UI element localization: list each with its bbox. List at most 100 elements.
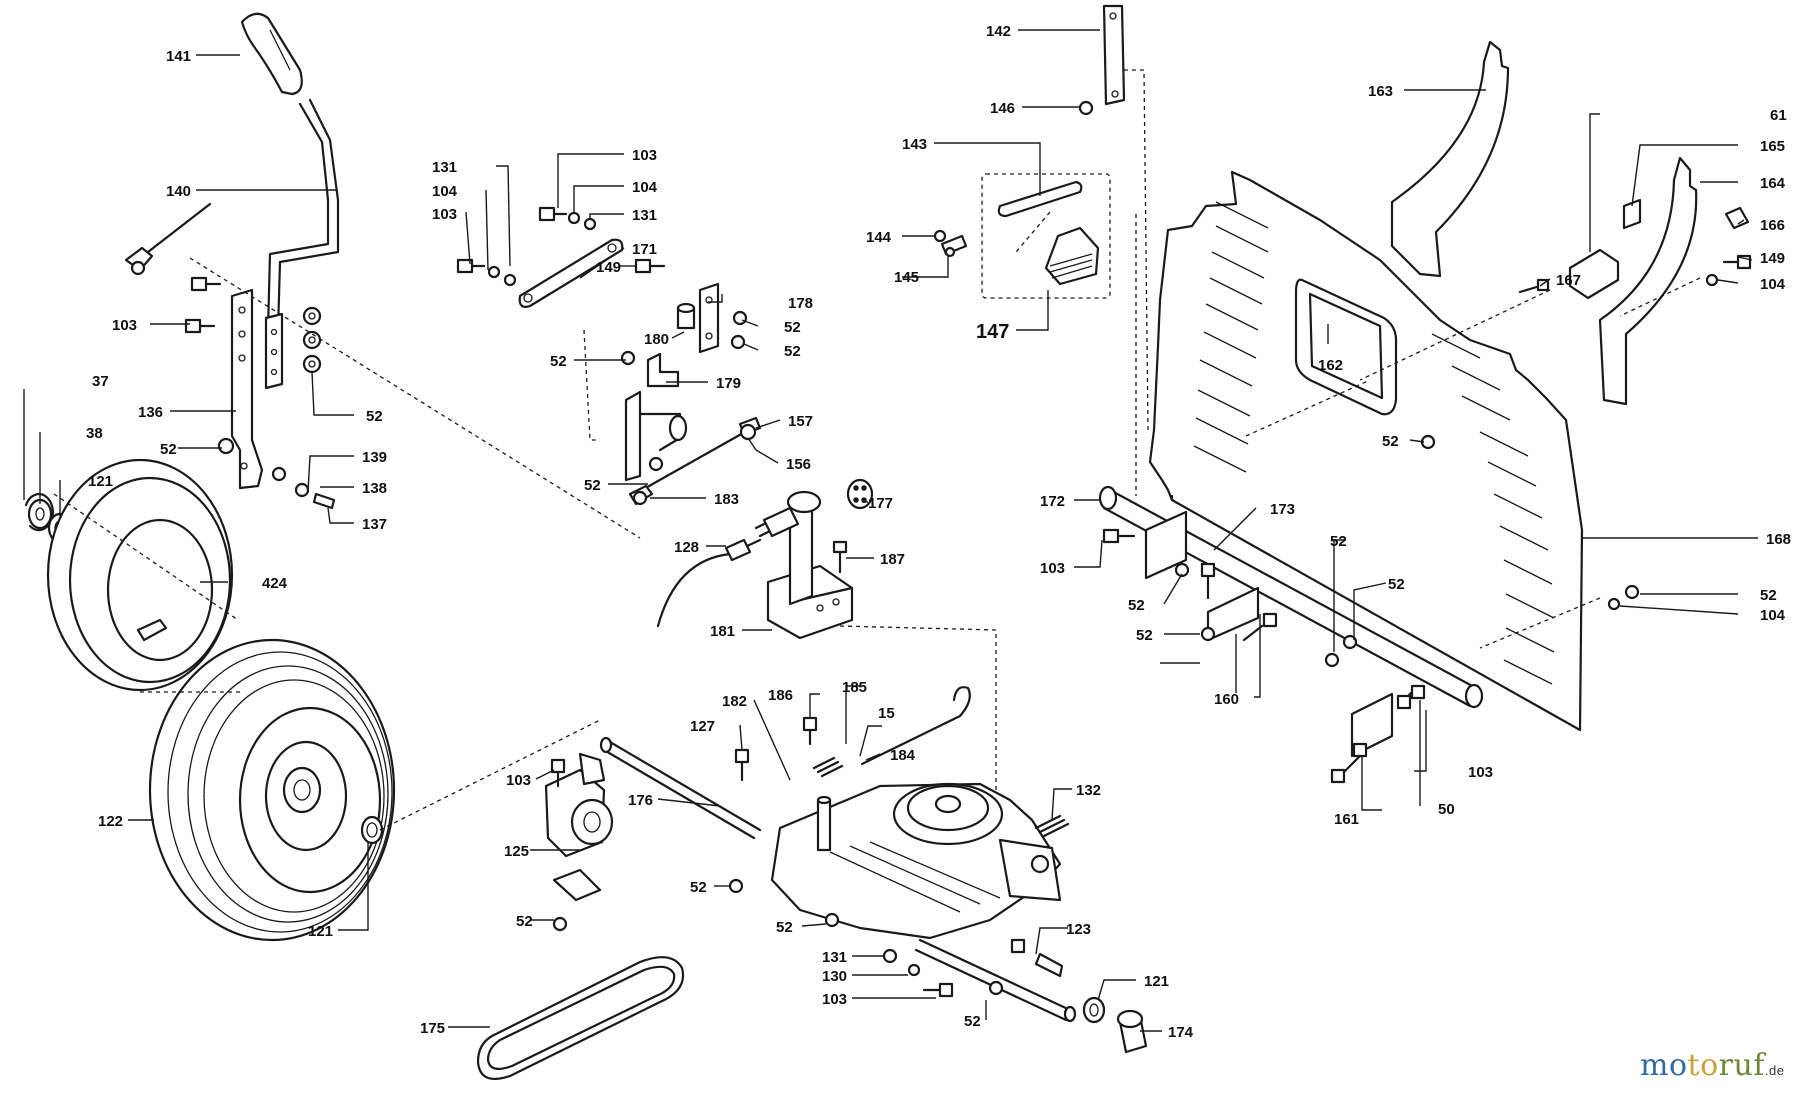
shift-lever-knob (240, 12, 303, 96)
callout-187: 187 (880, 551, 905, 568)
callout-146: 146 (990, 100, 1015, 117)
callout-103-g: 103 (822, 991, 847, 1008)
strut-164 (1598, 156, 1698, 406)
callout-165: 165 (1760, 138, 1785, 155)
pedal-assembly-147 (981, 173, 1111, 299)
callout-163: 163 (1368, 83, 1393, 100)
callout-172: 172 (1040, 493, 1065, 510)
bracket-179 (620, 350, 688, 482)
callout-52-k: 52 (1330, 533, 1347, 550)
callout-176: 176 (628, 792, 653, 809)
bracket-nuts (217, 306, 336, 510)
strut-163 (1390, 40, 1510, 278)
v-belt-175 (476, 956, 685, 1080)
callout-136: 136 (138, 404, 163, 421)
callout-179: 179 (716, 375, 741, 392)
callout-52-e: 52 (550, 353, 567, 370)
callout-186: 186 (768, 687, 793, 704)
callout-50: 50 (1438, 801, 1455, 818)
callout-37: 37 (92, 373, 109, 390)
callout-181: 181 (710, 623, 735, 640)
pulley-177 (846, 478, 874, 510)
washer-38 (27, 498, 53, 530)
callout-15: 15 (878, 705, 895, 722)
callout-52-h: 52 (1760, 587, 1777, 604)
pin-145 (940, 234, 968, 258)
callout-144: 144 (866, 229, 892, 246)
spacer-174 (1116, 1009, 1148, 1054)
bolt-167 (1518, 278, 1550, 294)
linkage-bolts (456, 206, 597, 287)
callout-143: 143 (902, 136, 927, 153)
shift-lever-bracket (230, 288, 284, 490)
motoruf-watermark: motoruf.de (1640, 1048, 1784, 1083)
callout-52-f: 52 (584, 477, 601, 494)
bearing-125 (544, 752, 614, 932)
callout-104: 104 (432, 183, 458, 200)
callout-52-p: 52 (964, 1013, 981, 1030)
washer-121-wheel (360, 815, 384, 845)
clip-144 (933, 229, 947, 243)
assembly-guide-lines (53, 69, 1701, 831)
callout-52-g: 52 (1382, 433, 1399, 450)
callout-160: 160 (1214, 691, 1239, 708)
washer-121-right (1082, 996, 1106, 1024)
bolt-149-right (1705, 254, 1752, 287)
callout-121: 121 (88, 473, 113, 490)
callout-103-d: 103 (1040, 560, 1065, 577)
callout-52-b: 52 (366, 408, 383, 425)
callout-127: 127 (690, 718, 715, 735)
callout-52-j: 52 (1136, 627, 1153, 644)
callout-125: 125 (504, 843, 529, 860)
plate-nuts-right (1420, 434, 1640, 611)
watermark-tld: .de (1764, 1063, 1785, 1078)
callout-147: 147 (976, 321, 1009, 343)
callout-141: 141 (166, 48, 191, 65)
callout-157: 157 (788, 413, 813, 430)
callout-174: 174 (1168, 1024, 1194, 1041)
cable-128 (656, 506, 800, 628)
callout-130: 130 (822, 968, 847, 985)
callout-168: 168 (1766, 531, 1791, 548)
callout-103-b: 103 (432, 206, 457, 223)
bracket-178 (698, 282, 748, 354)
callout-145: 145 (894, 269, 919, 286)
callout-166: 166 (1760, 217, 1785, 234)
spring-132 (1034, 814, 1070, 838)
transaxle-housing (770, 782, 1062, 940)
transaxle-fasteners (728, 716, 1026, 998)
callout-121-wheel: 121 (308, 923, 333, 940)
callout-149-b: 149 (1760, 250, 1785, 267)
spacer-180 (634, 258, 696, 330)
callout-52-l: 52 (1388, 576, 1405, 593)
output-shaft-left (599, 736, 762, 840)
callout-184: 184 (890, 747, 916, 764)
callout-52-m: 52 (690, 879, 707, 896)
callout-104-c: 104 (1760, 276, 1786, 293)
callout-103-e: 103 (1468, 764, 1493, 781)
pedal-arm-142 (1078, 4, 1126, 116)
spring-184 (812, 686, 971, 778)
callout-52-n: 52 (516, 913, 533, 930)
callout-183: 183 (714, 491, 739, 508)
bolts-103-left (184, 276, 222, 334)
callout-38: 38 (86, 425, 103, 442)
pin-166 (1724, 206, 1750, 230)
callout-103-f: 103 (506, 772, 531, 789)
callout-128: 128 (674, 539, 699, 556)
callout-173: 173 (1270, 501, 1295, 518)
plate-slots (1193, 201, 1555, 685)
watermark-part-a: mo (1640, 1048, 1688, 1083)
wheel-122 (148, 638, 396, 942)
retaining-ring-37 (24, 492, 54, 532)
watermark-part-c: ruf (1718, 1048, 1765, 1083)
callout-161: 161 (1334, 811, 1359, 828)
shift-pin-182 (816, 795, 832, 852)
callout-424: 424 (262, 575, 288, 592)
callout-139: 139 (362, 449, 387, 466)
callout-103-c: 103 (632, 147, 657, 164)
callout-140: 140 (166, 183, 191, 200)
shift-lever-rod (266, 98, 340, 332)
bracket-165 (1622, 198, 1642, 230)
